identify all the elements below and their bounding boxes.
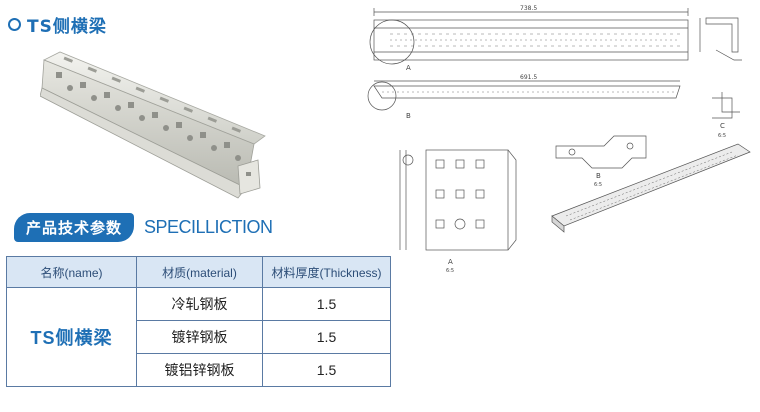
thickness-cell: 1.5	[262, 287, 391, 321]
table-row: 镀锌钢板 1.5	[7, 320, 391, 354]
top-view-drawing	[369, 8, 689, 65]
label-b-top: B	[406, 112, 411, 120]
product-photo	[40, 51, 266, 199]
product-name-cell: TS侧横梁	[6, 287, 137, 387]
detail-b-drawing	[555, 135, 647, 169]
table-row: 镀铝锌钢板 1.5	[7, 353, 391, 387]
material-cell: 镀铝锌钢板	[136, 353, 263, 387]
material-cell: 镀锌钢板	[136, 320, 263, 354]
label-a-detail: A	[448, 258, 453, 266]
scale-c: 6:5	[718, 133, 726, 139]
spec-label-en: SPECILLICTION	[144, 216, 273, 237]
label-c: C	[720, 122, 725, 130]
side-view-drawing	[367, 80, 681, 111]
column-header: 名称(name)	[6, 256, 137, 288]
circle-bullet-icon	[8, 17, 21, 31]
profile-section-drawing	[699, 17, 742, 119]
scale-b: 6:5	[594, 182, 602, 188]
material-cell: 冷轧钢板	[136, 287, 263, 321]
thickness-cell: 1.5	[262, 320, 391, 354]
page-title-text: TS侧横梁	[27, 16, 107, 37]
page-title: TS侧横梁	[8, 11, 107, 37]
table-row: TS侧横梁 冷轧钢板 1.5	[6, 287, 391, 387]
spec-label: 产品技术参数	[14, 212, 135, 242]
dim-mid: 691.5	[520, 74, 537, 81]
thickness-cell: 1.5	[262, 353, 391, 387]
column-header: 材质(material)	[136, 256, 263, 288]
table-header-row: 名称(name) 材质(material) 材料厚度(Thickness)	[6, 256, 391, 288]
label-a-top: A	[406, 64, 411, 72]
column-header: 材料厚度(Thickness)	[262, 256, 391, 288]
scale-a: 6:5	[446, 268, 454, 274]
technical-drawings: 738.5 A 691.5 B C 6:5	[367, 5, 751, 274]
label-b-detail: B	[596, 172, 601, 180]
detail-a-drawing	[399, 149, 517, 251]
spec-table: 名称(name) 材质(material) 材料厚度(Thickness) TS…	[6, 256, 391, 387]
dim-top: 738.5	[520, 5, 537, 12]
isometric-view-drawing	[551, 143, 751, 233]
spec-heading: 产品技术参数 SPECILLICTION	[14, 212, 273, 242]
